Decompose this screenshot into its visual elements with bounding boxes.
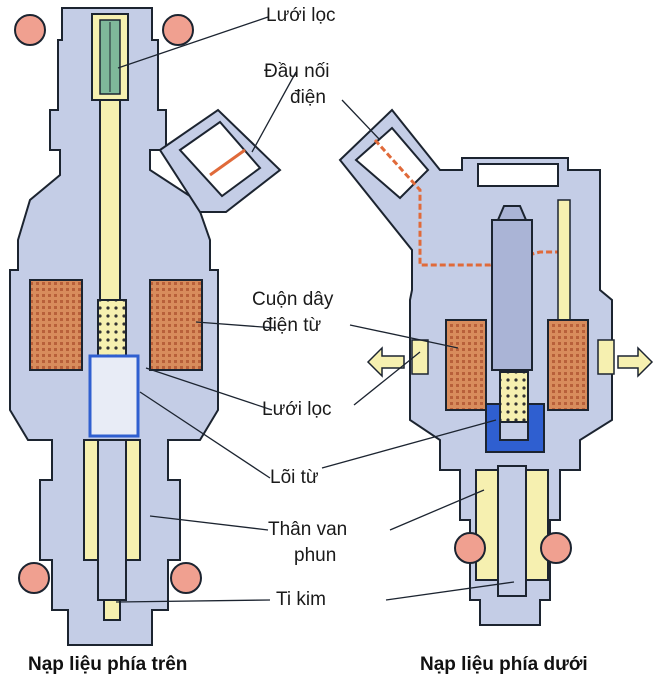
label-filter-mid: Lưới lọc [262,399,332,420]
coil-right-a [445,319,487,411]
label-filter-top: Lưới lọc [266,5,336,26]
fuel-arrow-left-icon [366,346,405,378]
coil-left-a [29,279,83,371]
label-core: Lõi từ [270,467,319,488]
oring-right-2 [540,532,572,564]
label-valve-body-line2: phun [294,545,337,566]
caption-bottom-feed: Nạp liệu phía dưới [420,654,588,675]
bottom-feed-injector [338,108,615,626]
fuel-arrow-right-icon [617,346,654,378]
spring-left [97,299,127,357]
coil-right-b [547,319,589,411]
fuel-passage-left [99,99,121,301]
plunger-right [491,219,533,371]
label-coil-line2: điện từ [262,315,322,336]
leader-lines [115,16,515,603]
label-connector-line2: điện [290,87,326,108]
oring-left-4 [170,562,202,594]
oring-left-1 [14,14,46,46]
label-valve-body-line1: Thân van [268,519,348,540]
oring-right-1 [454,532,486,564]
oring-left-3 [18,562,50,594]
label-connector-line1: Đầu nối [264,61,330,82]
oring-left-2 [162,14,194,46]
magnetic-core-left [88,354,140,438]
caption-top-feed: Nạp liệu phía trên [28,654,188,675]
needle-left [97,439,127,601]
label-coil-line1: Cuộn dây [252,289,334,310]
magnetic-core-right [485,403,545,453]
needle-right [497,465,527,597]
label-needle: Ti kim [276,589,326,610]
coil-left-b [149,279,203,371]
spring-right [499,371,529,423]
top-feed-injector [9,7,282,646]
